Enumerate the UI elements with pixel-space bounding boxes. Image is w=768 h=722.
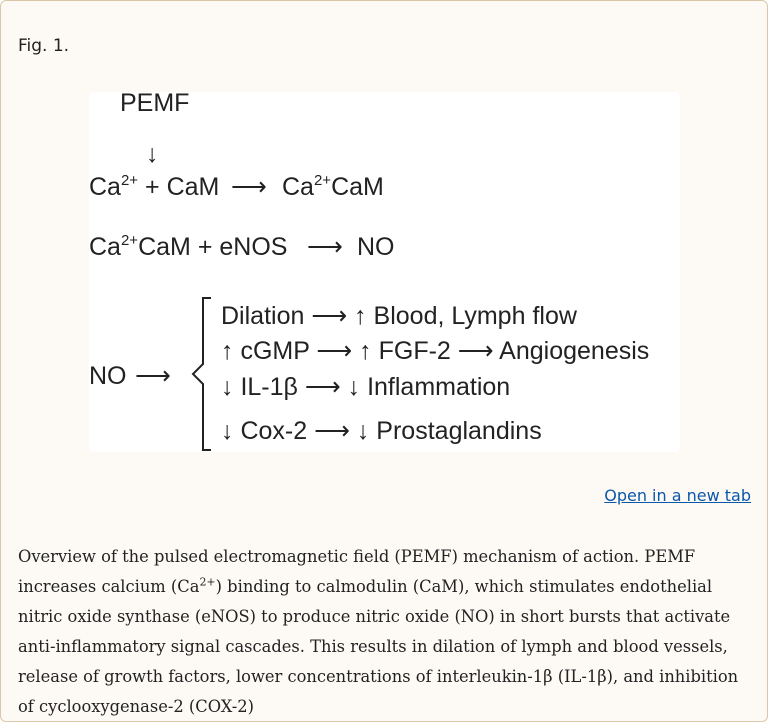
figure-caption: Overview of the pulsed electromagnetic f…	[18, 547, 739, 716]
root-arrow: ⟶	[135, 362, 171, 390]
figure-label: Fig. 1.	[18, 36, 70, 56]
calcium-calmodulin-reactant: Ca2+CaM + eNOS	[89, 232, 287, 261]
open-in-new-tab-link[interactable]: Open in a new tab	[604, 486, 751, 505]
branch-dilation: Dilation ⟶ ↑ Blood, Lymph flow	[221, 302, 578, 330]
branch-il1b: ↓ IL-1β ⟶ ↓ Inflammation	[221, 373, 510, 401]
nitric-oxide-root: NO	[89, 362, 127, 390]
branch-cgmp: ↑ cGMP ⟶ ↑ FGF-2 ⟶ Angiogenesis	[221, 337, 649, 365]
row2-arrow: ⟶	[307, 233, 343, 261]
pemf-label: PEMF	[120, 92, 189, 117]
branch-cox2: ↓ Cox-2 ⟶ ↓ Prostaglandins	[221, 417, 542, 445]
pemf-down-arrow: ↓	[146, 140, 159, 168]
diagram-svg: PEMF ↓ Ca2+ + CaM ⟶ Ca2+CaM Ca2+CaM + eN…	[89, 92, 649, 451]
mechanism-diagram: PEMF ↓ Ca2+ + CaM ⟶ Ca2+CaM Ca2+CaM + eN…	[89, 92, 680, 452]
branch-bracket	[191, 297, 211, 451]
row1-arrow: ⟶	[231, 173, 267, 201]
calcium-calmodulin-product: Ca2+CaM	[282, 172, 384, 201]
calcium-label: Ca2+ + CaM	[89, 172, 219, 201]
nitric-oxide-product: NO	[357, 233, 395, 261]
